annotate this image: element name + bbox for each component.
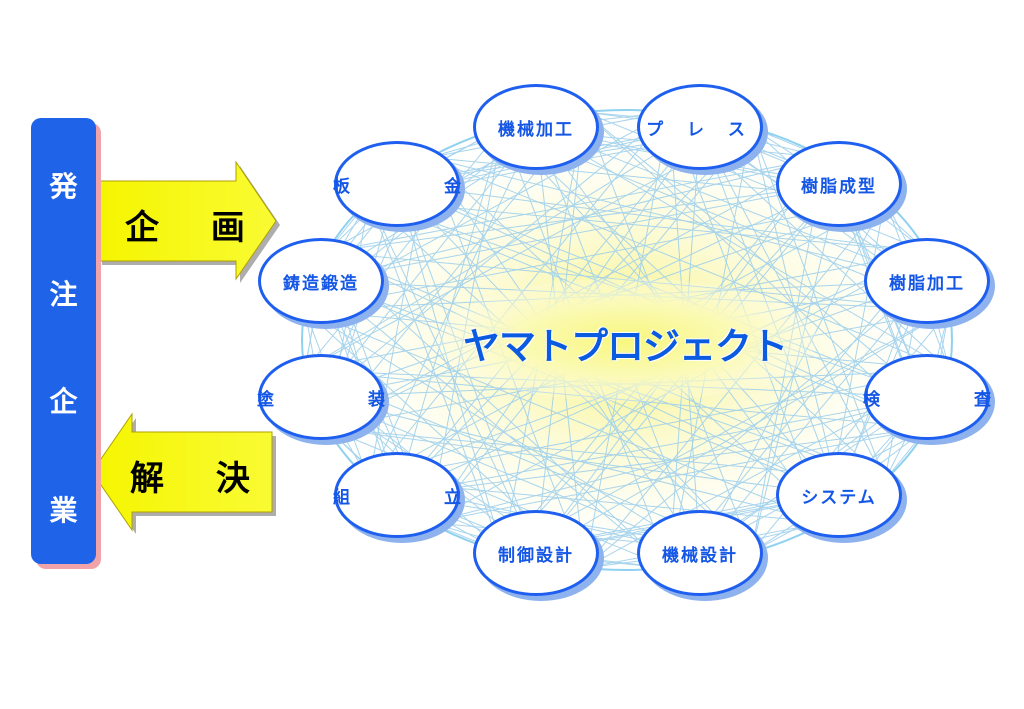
node-inspection-label: 検 査: [863, 389, 1024, 410]
mesh-line: [304, 127, 504, 371]
center-title: ヤマトプロジェクト: [463, 325, 788, 368]
mesh-line: [396, 396, 928, 496]
node-assembly-label: 組 立: [333, 487, 505, 508]
solve-arrow-label: 解 決: [130, 459, 270, 499]
mesh-line: [429, 157, 928, 282]
ordering-company-char-1: 発: [49, 170, 78, 203]
mesh-line: [304, 127, 752, 371]
mesh-line: [320, 396, 825, 523]
mesh-line: [368, 199, 504, 553]
mesh-line: [320, 183, 840, 282]
node-resin-molding-label: 樹脂成型: [801, 176, 877, 197]
node-sheet-metal: 板 金: [333, 141, 461, 227]
node-control-design-label: 制御設計: [498, 545, 574, 566]
mesh-line: [396, 183, 928, 253]
node-machining-label: 機械加工: [498, 119, 574, 140]
mesh-line: [326, 427, 670, 569]
mesh-line: [304, 309, 701, 554]
mesh-line: [320, 280, 670, 569]
node-assembly: 組 立: [333, 452, 461, 538]
mesh-line: [304, 309, 826, 523]
solve-arrow: [91, 412, 276, 534]
node-casting-forging: 鋳造鍛造: [258, 238, 384, 324]
mesh-line: [535, 126, 950, 371]
mesh-line: [584, 111, 928, 398]
ordering-company-char-3: 企: [49, 385, 78, 418]
mesh-line: [429, 427, 928, 523]
mesh-line: [326, 427, 840, 496]
node-inspection: 検 査: [863, 354, 991, 440]
mesh-line: [396, 127, 504, 496]
node-resin-processing: 樹脂加工: [864, 238, 990, 324]
mesh-line: [304, 199, 885, 311]
node-painting: 塗 装: [257, 354, 385, 440]
outer-ring: [301, 109, 953, 571]
mesh-line: [369, 369, 950, 481]
mesh-line: [584, 280, 928, 569]
mesh-line: [502, 309, 950, 553]
ordering-company-char-4: 業: [49, 494, 78, 527]
node-system: システム: [776, 452, 902, 538]
mesh-line: [326, 157, 825, 253]
mesh-line: [320, 111, 670, 398]
node-resin-molding: 樹脂成型: [776, 141, 902, 227]
node-press-label: プ レ ス: [646, 119, 754, 140]
node-sheet-metal-label: 板 金: [333, 176, 505, 197]
mesh-line: [750, 127, 886, 481]
node-resin-processing-label: 樹脂加工: [889, 273, 965, 294]
mesh-line: [369, 199, 928, 253]
node-casting-forging-label: 鋳造鍛造: [283, 273, 359, 294]
plan-arrow-label: 企 画: [125, 208, 265, 248]
mesh-line: [428, 157, 950, 371]
mesh-line: [535, 309, 950, 554]
mesh-line: [320, 126, 537, 398]
node-mechanical-design-label: 機械設計: [662, 545, 738, 566]
node-press: プ レ ス: [637, 84, 763, 170]
center-oval: [437, 278, 817, 402]
node-machining: 機械加工: [473, 84, 599, 170]
ordering-company-char-2: 注: [49, 278, 78, 311]
node-mechanical-design: 機械設計: [637, 510, 763, 596]
node-control-design: 制御設計: [473, 510, 599, 596]
node-painting-label: 塗 装: [257, 389, 429, 410]
mesh-line: [396, 427, 928, 496]
node-system-label: システム: [801, 487, 877, 508]
plan-arrow: [97, 160, 280, 283]
ordering-company-bar: 発 注 企 業: [31, 118, 96, 564]
